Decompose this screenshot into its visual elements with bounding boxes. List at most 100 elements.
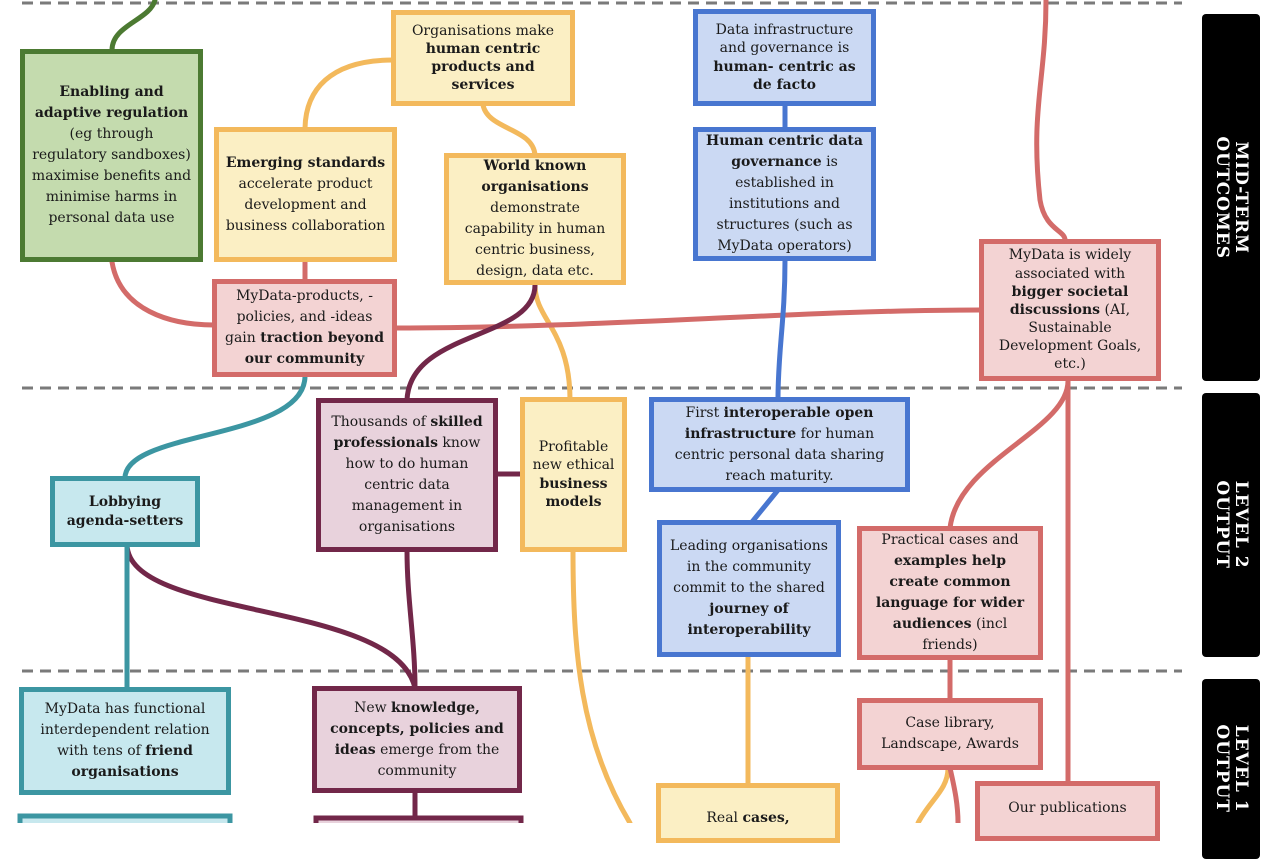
box-practical-cases: Practical cases and examples help create… xyxy=(857,526,1043,660)
link-red xyxy=(947,378,1071,531)
level-label-line: OUTPUT xyxy=(1212,724,1233,814)
link-purple xyxy=(124,542,418,691)
box-text-run: know how to do human centric data manage… xyxy=(345,435,481,535)
box-text-bold: business models xyxy=(539,475,608,510)
box-text-bold: human- centric as de facto xyxy=(713,58,856,93)
link-red xyxy=(393,307,983,331)
link-yellow xyxy=(915,765,951,823)
box-real-cases: Real cases, xyxy=(656,783,840,843)
box-traction: MyData-products, -policies, and -ideas g… xyxy=(212,279,397,377)
box-text-run: Leading organisations in the community c… xyxy=(670,538,828,596)
box-business-models: Profitable new ethical business models xyxy=(520,397,627,552)
box-skilled-professionals: Thousands of skilled professionals know … xyxy=(316,398,498,552)
box-text-bold: Enabling and adaptive regulation xyxy=(34,84,189,121)
box-new-knowledge: New knowledge, concepts, policies and id… xyxy=(312,686,522,793)
box-text-run: Real xyxy=(706,810,743,826)
box-text-run: Practical cases and xyxy=(881,532,1019,548)
box-text-bold: cases, xyxy=(742,810,790,826)
box-friend-organisations: MyData has functional interdependent rel… xyxy=(19,687,231,795)
box-text-bold: Emerging standards xyxy=(225,154,386,171)
box-text-run: Organisations make xyxy=(411,22,555,39)
box-text: MyData has functional interdependent rel… xyxy=(30,699,220,783)
box-text-bold: traction beyond our community xyxy=(244,330,385,367)
level-label-line: MID-TERM xyxy=(1230,141,1251,254)
link-yellow xyxy=(302,57,396,133)
level-label-line: OUTCOMES xyxy=(1212,136,1232,259)
box-text-run: (eg through regulatory sandboxes) maximi… xyxy=(31,126,192,226)
box-text: Organisations make human centric product… xyxy=(402,22,564,95)
box-text: Profitable new ethical business models xyxy=(531,438,616,511)
box-publications: Our publications xyxy=(975,781,1160,841)
box-lobbying: Lobbying agenda-setters xyxy=(50,476,200,547)
box-text-bold: human centric products and services xyxy=(425,40,541,94)
link-purple xyxy=(404,282,538,403)
level-label-line: LEVEL 2 xyxy=(1230,481,1251,569)
link-red xyxy=(947,765,961,823)
connector-lines xyxy=(17,0,1182,823)
link-red xyxy=(109,259,217,328)
box-text-bold: skilled professionals xyxy=(333,414,483,451)
box-text-run: (incl friends) xyxy=(922,616,1008,653)
box-text-run: (AI, Sustainable Development Goals, etc.… xyxy=(998,301,1142,373)
box-enabling-regulation: Enabling and adaptive regulation (eg thr… xyxy=(20,49,203,262)
box-text-bold: interoperable open infrastructure xyxy=(684,404,874,442)
box-text-run: Data infrastructure and governance is xyxy=(715,22,854,57)
box-text-bold: Human centric data governance xyxy=(706,133,863,170)
box-data-governance: Human centric data governance is establi… xyxy=(693,127,876,261)
box-text-run: Our publications xyxy=(1008,800,1127,816)
box-text: First interoperable open infrastructure … xyxy=(660,403,899,487)
box-text-run: Profitable new ethical xyxy=(532,439,615,474)
link-red xyxy=(1034,0,1068,243)
level-label-line: OUTPUT xyxy=(1212,480,1233,570)
box-text: Real cases, xyxy=(706,808,789,829)
box-emerging-standards: Emerging standards accelerate product de… xyxy=(214,127,397,262)
box-text-run: MyData-products, -policies, and -ideas g… xyxy=(224,288,373,346)
box-text: Case library, Landscape, Awards xyxy=(868,713,1032,755)
box-text-bold: journey of interoperability xyxy=(687,601,811,638)
link-yellow xyxy=(570,547,633,823)
box-partial-teal xyxy=(17,813,233,823)
box-text: Data infrastructure and governance is hu… xyxy=(704,21,865,94)
box-text-bold: World known organisations xyxy=(481,158,589,195)
box-text-run: MyData has functional interdependent rel… xyxy=(40,701,210,759)
box-interoperable-infrastructure: First interoperable open infrastructure … xyxy=(649,397,910,492)
box-text: Enabling and adaptive regulation (eg thr… xyxy=(31,82,192,229)
link-teal xyxy=(122,373,308,481)
box-text-bold: bigger societal discussions xyxy=(1009,283,1129,318)
box-partial-purple xyxy=(313,815,524,823)
box-text-run: Case library, Landscape, Awards xyxy=(881,715,1019,752)
link-green xyxy=(109,0,158,53)
link-blue xyxy=(749,487,781,525)
box-text: MyData is widely associated with bigger … xyxy=(990,246,1150,373)
box-text: Leading organisations in the community c… xyxy=(668,536,830,641)
box-text: New knowledge, concepts, policies and id… xyxy=(323,698,511,782)
link-yellow xyxy=(532,282,573,403)
link-blue xyxy=(775,257,788,402)
box-text: MyData-products, -policies, and -ideas g… xyxy=(223,286,386,370)
box-text-run: for human centric personal data sharing … xyxy=(674,425,885,484)
level-label-line: LEVEL 1 xyxy=(1230,725,1251,813)
box-text-run: is established in institutions and struc… xyxy=(716,154,853,254)
box-text-run: emerge from the community xyxy=(375,741,500,779)
box-text-run: demonstrate capability in human centric … xyxy=(464,200,606,279)
box-text: Practical cases and examples help create… xyxy=(868,531,1032,655)
box-text: Thousands of skilled professionals know … xyxy=(327,412,487,538)
box-text-bold: Lobbying agenda-setters xyxy=(66,494,184,529)
box-societal-discussions: MyData is widely associated with bigger … xyxy=(979,239,1161,381)
box-text-bold: friend organisations xyxy=(71,743,193,780)
box-text-run: Thousands of xyxy=(331,414,431,430)
box-data-infrastructure: Data infrastructure and governance is hu… xyxy=(693,9,876,106)
box-text-run: accelerate product development and busin… xyxy=(225,175,386,234)
box-interoperability-journey: Leading organisations in the community c… xyxy=(657,520,841,657)
link-yellow xyxy=(480,102,538,158)
box-text-bold: examples help create common language for… xyxy=(875,553,1025,632)
box-world-known-orgs: World known organisations demonstrate ca… xyxy=(444,153,626,285)
box-text: Our publications xyxy=(1008,798,1126,819)
box-text: Human centric data governance is establi… xyxy=(704,132,865,256)
link-purple xyxy=(404,547,418,691)
box-human-centric-products: Organisations make human centric product… xyxy=(391,10,575,106)
box-text: Lobbying agenda-setters xyxy=(61,493,189,529)
